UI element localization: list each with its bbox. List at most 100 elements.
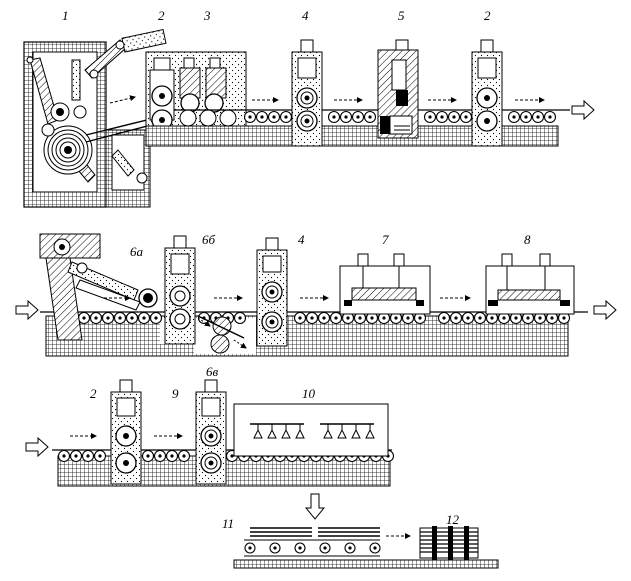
- label-1: 1: [62, 8, 69, 23]
- flow-arrows-row-1: [109, 95, 545, 104]
- label-2-row-3: 2: [90, 386, 97, 401]
- roller-axle: [536, 115, 540, 119]
- roller-axle: [332, 115, 336, 119]
- roller-axle: [273, 546, 277, 550]
- roller-axle: [346, 316, 350, 320]
- roller-axle: [464, 115, 468, 119]
- roller-axle: [130, 316, 134, 320]
- spray-nozzle-icon: [323, 428, 333, 439]
- spray-nozzle-icon: [253, 428, 263, 439]
- roller-axle: [526, 316, 530, 320]
- unit-6a: [39, 233, 158, 341]
- roller-axle: [322, 316, 326, 320]
- roller-axle: [490, 316, 494, 320]
- stand-2-and-3: [145, 51, 247, 141]
- label-2-row-1: 2: [158, 8, 165, 23]
- roller-axle: [142, 316, 146, 320]
- roller-axle: [512, 115, 516, 119]
- roller-axle: [348, 546, 352, 550]
- roller-axle: [550, 316, 554, 320]
- coiler-unit-1: [23, 28, 167, 208]
- roller-axle: [502, 316, 506, 320]
- spray-nozzle-icon: [295, 428, 305, 439]
- roller-axle: [298, 546, 302, 550]
- roller-axle: [298, 316, 302, 320]
- roller-axle: [238, 316, 242, 320]
- roller-axle: [442, 316, 446, 320]
- stand-4-row-1: [291, 39, 323, 147]
- roller-axle: [373, 546, 377, 550]
- down-arrow-to-row-4: [304, 493, 326, 520]
- exit-arrow-row-2: [593, 299, 617, 321]
- roller-axle: [98, 454, 102, 458]
- coil-drum-icon: [43, 125, 93, 175]
- spray-nozzle-icon: [267, 428, 277, 439]
- stand-2-row-3: [110, 379, 142, 485]
- press-8: [485, 253, 575, 315]
- label-4-row-2: 4: [298, 232, 305, 247]
- roller-axle: [440, 115, 444, 119]
- label-5: 5: [398, 8, 405, 23]
- spray-nozzles: [253, 424, 375, 439]
- label-9: 9: [172, 386, 179, 401]
- roller-axle: [358, 316, 362, 320]
- roller-axle: [154, 316, 158, 320]
- roller-axle: [94, 316, 98, 320]
- roller-axle: [284, 115, 288, 119]
- spray-nozzle-icon: [365, 428, 375, 439]
- label-11: 11: [222, 516, 234, 531]
- stacked-sheets: [250, 527, 380, 537]
- label-6a: 6а: [130, 244, 144, 259]
- roller-table-row-2: [77, 311, 571, 325]
- label-4-row-1: 4: [302, 8, 309, 23]
- label-2-row-1-right: 2: [484, 8, 491, 23]
- spray-nozzle-icon: [281, 428, 291, 439]
- roller-axle: [106, 316, 110, 320]
- roller-axle: [158, 454, 162, 458]
- roller-axle: [334, 316, 338, 320]
- roller-axle: [272, 115, 276, 119]
- roller-axle: [478, 316, 482, 320]
- spray-nozzle-icon: [351, 428, 361, 439]
- roller-axle: [170, 454, 174, 458]
- roller-axle: [418, 316, 422, 320]
- roller-axle: [514, 316, 518, 320]
- shears-5: [377, 39, 419, 139]
- stand-4-row-2: [256, 237, 288, 347]
- spray-nozzle-icon: [337, 428, 347, 439]
- stand-2-row-1-right: [471, 39, 503, 147]
- roller-axle: [248, 115, 252, 119]
- label-6b: 6б: [202, 232, 216, 247]
- roller-axle: [230, 454, 234, 458]
- roller-axle: [356, 115, 360, 119]
- bundle-12: [419, 526, 479, 560]
- roller-axle: [182, 454, 186, 458]
- roller-axle: [248, 546, 252, 550]
- entry-arrow-row-3: [25, 436, 49, 458]
- cooling-unit-10: [233, 403, 389, 457]
- roller-axle: [524, 115, 528, 119]
- row-1: [23, 28, 595, 208]
- roller-axle: [118, 316, 122, 320]
- label-7: 7: [382, 232, 389, 247]
- label-12: 12: [446, 512, 460, 527]
- roller-axle: [323, 546, 327, 550]
- roller-axle: [260, 115, 264, 119]
- roller-axle: [370, 316, 374, 320]
- row-4: [233, 526, 499, 569]
- label-10: 10: [302, 386, 316, 401]
- roller-axle: [344, 115, 348, 119]
- row-2: [15, 233, 617, 357]
- roller-axle: [62, 454, 66, 458]
- roller-axle: [394, 316, 398, 320]
- roller-axle: [454, 316, 458, 320]
- label-8: 8: [524, 232, 531, 247]
- label-3: 3: [203, 8, 211, 23]
- roller-axle: [406, 316, 410, 320]
- stand-6b: [164, 235, 196, 345]
- roller-axle: [428, 115, 432, 119]
- stand-9: [195, 379, 227, 485]
- labels: 1 2 3 4 5 2 6а 6б 4 7 8 6в 2 9 10 11 12: [62, 8, 531, 531]
- roller-axle: [146, 454, 150, 458]
